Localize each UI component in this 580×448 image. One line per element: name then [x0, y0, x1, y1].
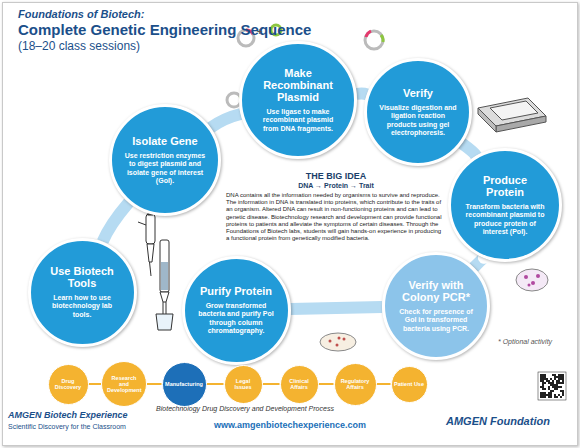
- sequence-band: [474, 258, 484, 268]
- text-wrap: Isolate GeneUse restriction enzymes to d…: [124, 135, 206, 186]
- process-step-circle: Legal Issues: [224, 365, 263, 404]
- process-step-circle: Patient Use: [391, 366, 428, 403]
- step-circle: Isolate GeneUse restriction enzymes to d…: [109, 104, 221, 216]
- session-count: (18–20 class sessions): [18, 40, 140, 54]
- step-heading: Use Biotech Tools: [42, 265, 122, 289]
- text-wrap: Produce ProteinTransform bacteria with r…: [465, 174, 545, 237]
- sequence-band: [462, 143, 476, 155]
- text-wrap: Regulatory Affairs: [338, 378, 372, 390]
- process-line: [147, 383, 162, 385]
- text-wrap: Clinical Affairs: [284, 378, 314, 390]
- process-step-circle: Research and Development: [101, 361, 147, 407]
- footnote: * Optional activity: [498, 338, 552, 346]
- step-description: Transform bacteria with recombinant plas…: [465, 203, 545, 237]
- process-step-circle: Regulatory Affairs: [334, 363, 377, 406]
- big-idea-formula: DNA → Protein → Trait: [228, 182, 444, 190]
- caption: Biotechnology Drug Discovery and Develop…: [95, 405, 395, 412]
- process-line: [207, 383, 224, 385]
- text-wrap: Purify ProteinGrow transformed bacteria …: [195, 285, 277, 336]
- big-idea-heading: THE BIG IDEA: [228, 171, 444, 181]
- website-url: www.amgenbiotechexperience.com: [190, 420, 390, 430]
- step-heading: Patient Use: [394, 381, 424, 387]
- step-heading: Make Recombinant Plasmid: [257, 67, 339, 103]
- column-icon: [156, 240, 173, 330]
- step-description: Use ligase to make recombinant plasmid f…: [257, 108, 339, 133]
- title: Complete Genetic Engineering Sequence: [18, 21, 311, 38]
- step-heading: Isolate Gene: [124, 135, 206, 147]
- step-heading: Regulatory Affairs: [338, 378, 372, 390]
- step-heading: Legal Issues: [228, 378, 258, 390]
- step-circle: Verify with Colony PCR* Check for presenc…: [382, 252, 490, 360]
- sequence-band: [290, 307, 382, 309]
- process-step-circle: Clinical Affairs: [280, 365, 319, 404]
- step-heading: Purify Protein: [195, 285, 277, 297]
- text-wrap: Research and Development: [107, 375, 141, 393]
- gel-box-icon: [478, 98, 546, 132]
- sequence-band: [211, 114, 241, 128]
- text-wrap: Make Recombinant PlasmidUse ligase to ma…: [257, 67, 339, 133]
- process-line: [319, 383, 334, 385]
- text-wrap: Drug Discovery: [52, 378, 84, 390]
- step-heading: Drug Discovery: [52, 378, 84, 390]
- circle-outline: [28, 238, 137, 347]
- foundation-logo: AMGEN Foundation: [446, 415, 550, 428]
- step-heading: Produce Protein: [465, 174, 545, 198]
- process-line: [263, 383, 280, 385]
- step-heading: Research and Development: [107, 375, 141, 393]
- step-circle: Make Recombinant PlasmidUse ligase to ma…: [239, 41, 357, 159]
- program-tagline: Scientific Discovery for the Classroom: [8, 423, 126, 431]
- big-idea-text: DNA contains all the information needed …: [226, 192, 446, 242]
- process-step-circle: Drug Discovery: [48, 364, 89, 405]
- text-wrap: Patient Use: [394, 381, 424, 387]
- step-circle: VerifyVisualize digestion and ligation r…: [364, 58, 472, 166]
- circle-outline: [382, 252, 490, 360]
- step-description: Learn how to use biotechnology lab tools…: [42, 294, 122, 319]
- step-description: Use restriction enzymes to digest plasmi…: [124, 152, 206, 186]
- qr-code: [538, 372, 566, 400]
- process-step-circle: Manufacturing: [162, 362, 207, 407]
- step-description: Visualize digestion and ligation reactio…: [378, 104, 458, 138]
- process-line: [377, 383, 391, 385]
- step-description: Check for presence of GoI in transformed…: [397, 308, 475, 333]
- step-heading: Verify with Colony PCR*: [397, 279, 475, 303]
- step-heading: Manufacturing: [165, 381, 203, 387]
- plus-sign: +: [257, 27, 262, 37]
- text-wrap: Legal Issues: [228, 378, 258, 390]
- text-wrap: Verify with Colony PCR* Check for presenc…: [397, 279, 475, 333]
- circle-outline: [182, 256, 291, 365]
- sequence-band: [103, 203, 129, 242]
- bacteria-plate-icon: [516, 269, 548, 291]
- pipette-icon: [138, 208, 155, 276]
- text-wrap: Use Biotech ToolsLearn how to use biotec…: [42, 265, 122, 319]
- petri-dish-icon: [320, 333, 356, 351]
- text-wrap: VerifyVisualize digestion and ligation r…: [378, 87, 458, 138]
- process-line: [89, 383, 102, 385]
- text-wrap: Manufacturing: [165, 381, 203, 387]
- step-heading: Verify: [378, 87, 458, 99]
- step-heading: Clinical Affairs: [284, 378, 314, 390]
- series-name: Foundations of Biotech:: [18, 8, 144, 21]
- step-description: Grow transformed bacteria and purify PoI…: [195, 302, 277, 336]
- sequence-band: [357, 88, 367, 101]
- step-circle: Purify ProteinGrow transformed bacteria …: [182, 256, 291, 365]
- step-circle: Use Biotech ToolsLearn how to use biotec…: [28, 238, 137, 347]
- program-logo: AMGEN Biotech Experience: [8, 410, 128, 420]
- circle-outline: [109, 104, 221, 216]
- step-circle: Produce ProteinTransform bacteria with r…: [448, 148, 562, 262]
- circle-outline: [364, 58, 472, 166]
